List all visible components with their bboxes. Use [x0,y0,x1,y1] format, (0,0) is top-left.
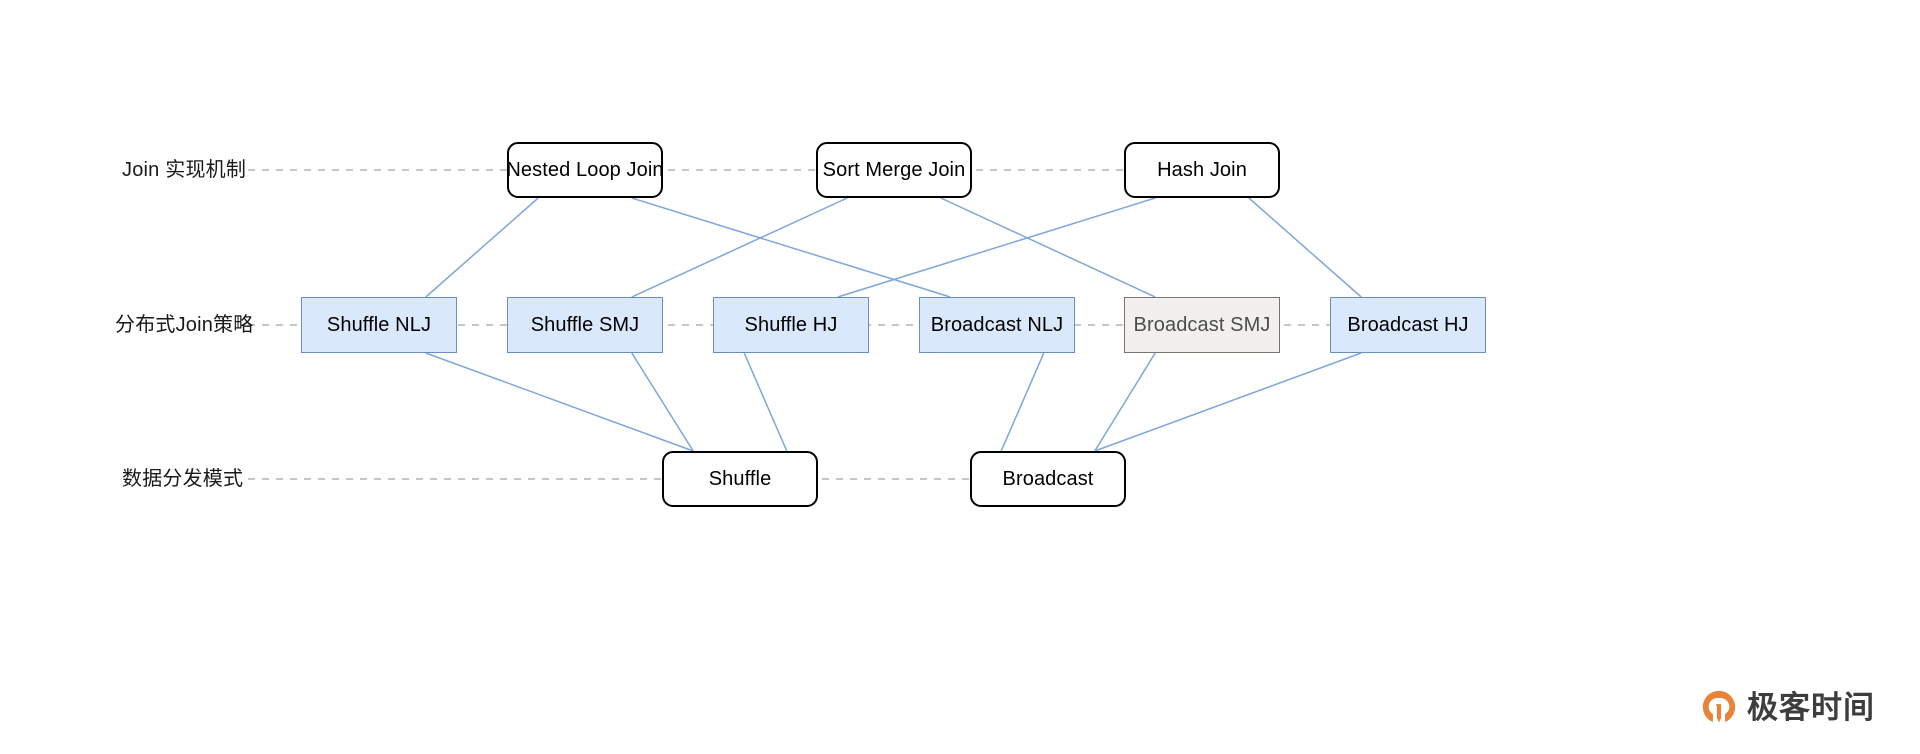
watermark-text: 极客时间 [1747,689,1875,725]
edge-hash-join-to-broadcast-hj [1248,197,1362,298]
node-broadcast-hj[interactable]: Broadcast HJ [1330,297,1486,353]
node-label: Hash Join [1157,158,1247,181]
row-distributed-strategy-label: 分布式Join策略 [115,314,254,336]
node-label: Broadcast HJ [1347,313,1469,336]
geektime-logo-icon [1700,688,1738,726]
edge-nested-loop-join-to-shuffle-nlj [425,197,539,298]
edge-hash-join-to-shuffle-hj [837,197,1156,298]
node-shuffle-smj[interactable]: Shuffle SMJ [507,297,663,353]
node-label: Nested Loop Join [506,158,664,181]
node-label: Broadcast SMJ [1133,313,1271,336]
node-label: Broadcast [1002,467,1094,490]
row-join-mechanism-label: Join 实现机制 [122,159,247,181]
node-broadcast-nlj[interactable]: Broadcast NLJ [919,297,1075,353]
node-shuffle-nlj[interactable]: Shuffle NLJ [301,297,457,353]
node-label: Shuffle NLJ [326,313,432,336]
edge-sort-merge-join-to-shuffle-smj [631,197,848,298]
edge-broadcast-nlj-to-broadcast [1000,352,1045,452]
node-hash-join[interactable]: Hash Join [1124,142,1280,198]
edge-shuffle-smj-to-shuffle [631,352,694,452]
node-label: Sort Merge Join [822,158,966,181]
node-sort-merge-join[interactable]: Sort Merge Join [816,142,972,198]
row-data-distribution-label: 数据分发模式 [122,468,244,490]
node-label: Broadcast NLJ [930,313,1064,336]
edge-shuffle-hj-to-shuffle [743,352,788,452]
node-broadcast-smj[interactable]: Broadcast SMJ [1124,297,1280,353]
watermark: 极客时间 [1700,688,1875,726]
node-shuffle-hj[interactable]: Shuffle HJ [713,297,869,353]
edge-shuffle-nlj-to-shuffle [425,352,694,452]
edge-nested-loop-join-to-broadcast-nlj [631,197,951,298]
node-label: Shuffle HJ [744,313,838,336]
edge-broadcast-hj-to-broadcast [1094,352,1362,452]
edge-sort-merge-join-to-broadcast-smj [940,197,1156,298]
edge-broadcast-smj-to-broadcast [1094,352,1156,452]
node-label: Shuffle [708,467,772,490]
node-label: Shuffle SMJ [530,313,640,336]
node-nested-loop-join[interactable]: Nested Loop Join [506,142,664,198]
node-broadcast[interactable]: Broadcast [970,451,1126,507]
node-shuffle[interactable]: Shuffle [662,451,818,507]
